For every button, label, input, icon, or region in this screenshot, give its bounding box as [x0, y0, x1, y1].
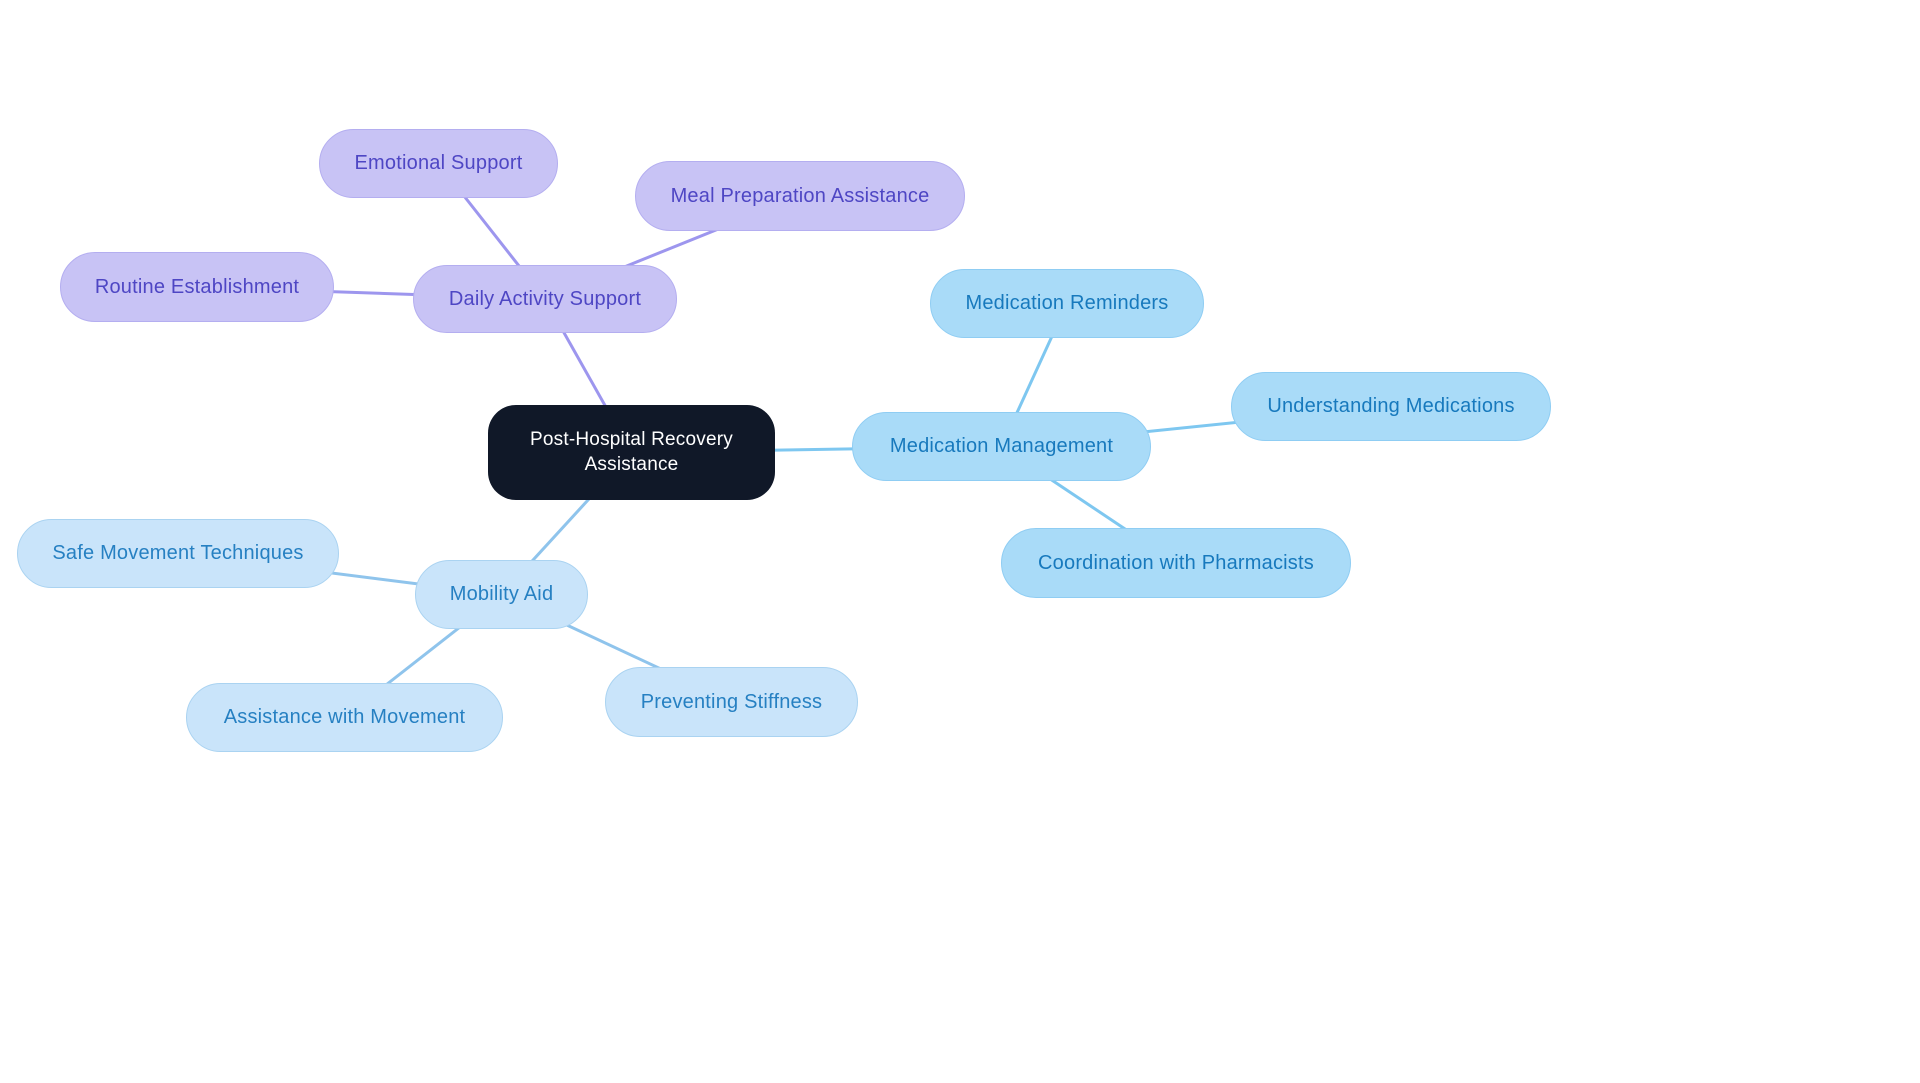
node-daily-activity-support[interactable]: Daily Activity Support	[413, 265, 677, 333]
node-coordination-with-pharmacists[interactable]: Coordination with Pharmacists	[1001, 528, 1351, 598]
node-emotional-support[interactable]: Emotional Support	[319, 129, 558, 198]
node-medication-management[interactable]: Medication Management	[852, 412, 1151, 481]
node-medication-reminders[interactable]: Medication Reminders	[930, 269, 1204, 338]
node-assistance-with-movement[interactable]: Assistance with Movement	[186, 683, 503, 752]
node-safe-movement-techniques[interactable]: Safe Movement Techniques	[17, 519, 339, 588]
node-mobility-aid[interactable]: Mobility Aid	[415, 560, 588, 629]
node-routine-establishment[interactable]: Routine Establishment	[60, 252, 334, 322]
node-preventing-stiffness[interactable]: Preventing Stiffness	[605, 667, 858, 737]
node-meal-preparation-assistance[interactable]: Meal Preparation Assistance	[635, 161, 965, 231]
node-understanding-medications[interactable]: Understanding Medications	[1231, 372, 1551, 441]
node-root-post-hospital-recovery-assistance[interactable]: Post-Hospital Recovery Assistance	[488, 405, 775, 500]
